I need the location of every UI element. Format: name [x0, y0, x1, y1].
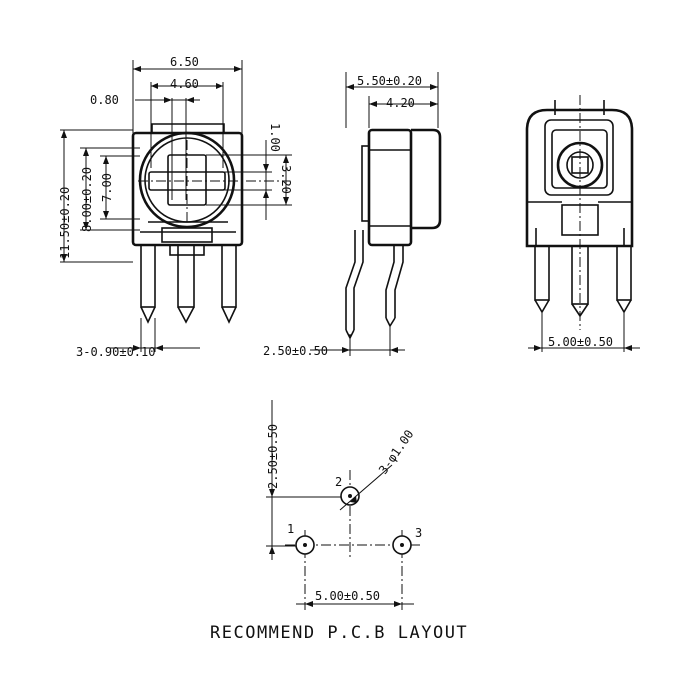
- side-inner-depth-label: 4.20: [386, 96, 415, 110]
- front-view: 6.50 4.60 0.80: [58, 55, 293, 359]
- front-rotor-height-label: 7.00: [100, 173, 114, 202]
- front-body-height-label: 8.00±0.20: [80, 167, 94, 232]
- front-pin-width-label: 3-0.90±0.10: [76, 345, 155, 359]
- pcb-layout: 2.50±0.50 3-φ1.00 2 1 3 5.00±0.50 RECOMM…: [210, 400, 468, 643]
- pcb-pin1-number: 1: [287, 522, 294, 536]
- rear-view: 5.00±0.50: [525, 95, 640, 352]
- pcb-pitch-label: 5.00±0.50: [315, 589, 380, 603]
- pcb-layout-caption: RECOMMEND P.C.B LAYOUT: [210, 623, 468, 643]
- front-total-height-label: 11.50±0.20: [58, 187, 72, 259]
- side-view: 5.50±0.20 4.20 2.50±0.50: [263, 72, 442, 358]
- side-pin-offset-label: 2.50±0.50: [263, 344, 328, 358]
- front-slot-width-label: 1.00: [268, 123, 282, 152]
- front-width-label: 6.50: [170, 55, 199, 69]
- side-depth-label: 5.50±0.20: [357, 74, 422, 88]
- front-offset-label: 0.80: [90, 93, 119, 107]
- rear-pin-pitch-label: 5.00±0.50: [548, 335, 613, 349]
- pcb-pin2-number: 2: [335, 475, 342, 489]
- pcb-hole-spec-label: 3-φ1.00: [376, 427, 416, 476]
- front-inner-width-label: 4.60: [170, 77, 199, 91]
- pcb-vertical-spacing-label: 2.50±0.50: [266, 424, 280, 489]
- front-slot-length-label: 3.20: [279, 165, 293, 194]
- pcb-pin3-number: 3: [415, 526, 422, 540]
